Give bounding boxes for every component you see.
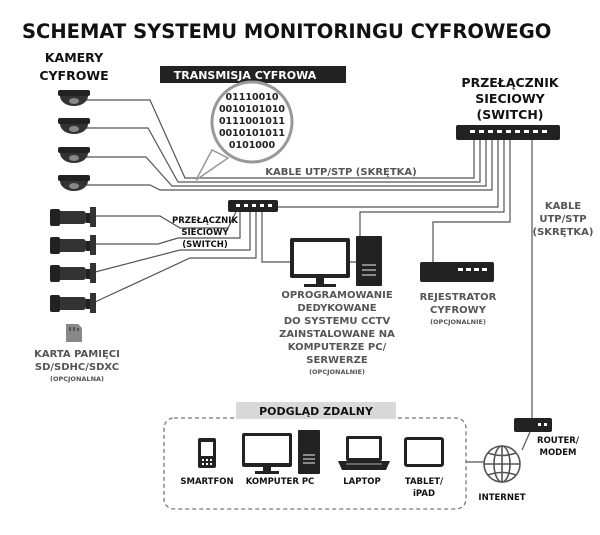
recorder-label-line2: CYFROWY — [430, 305, 487, 316]
memory-card-label-line1: KARTA PAMIĘCI — [34, 349, 120, 360]
software-optional-note: (OPCJONALNIE) — [309, 368, 365, 376]
internet-label: INTERNET — [478, 493, 525, 503]
cable-label: KABLE UTP/STP (SKRĘTKA) — [265, 167, 416, 178]
cctv-pc-icon — [290, 236, 382, 287]
cameras-label-line2: CYFROWE — [39, 68, 108, 83]
smartphone-icon — [198, 438, 216, 468]
memory-card-icon — [66, 324, 82, 342]
main-switch-label-line3: (SWITCH) — [476, 107, 543, 122]
diagram-title: SCHEMAT SYSTEMU MONITORINGU CYFROWEGO — [22, 20, 551, 43]
dome-camera — [58, 175, 90, 191]
bullet-camera — [50, 207, 96, 227]
router-icon — [514, 418, 552, 432]
small-switch-label-line1: PRZEŁĄCZNIK — [172, 216, 238, 226]
digital-recorder-icon — [420, 262, 494, 282]
main-switch-label-line2: SIECIOWY — [475, 91, 545, 106]
recorder-optional-note: (OPCJONALNIE) — [430, 318, 486, 326]
remote-view-label-box — [236, 402, 396, 419]
dome-camera — [58, 90, 90, 106]
dome-camera — [58, 118, 90, 134]
device-label-tablet-line2: iPAD — [413, 489, 435, 499]
bullet-camera — [50, 263, 96, 283]
device-label-tablet-line1: TABLET/ — [405, 477, 444, 487]
small-switch-label-line2: SIECIOWY — [181, 228, 229, 238]
binary-line: 0010101011 — [219, 128, 285, 139]
device-label-desktop-pc: KOMPUTER PC — [246, 477, 315, 487]
software-label-line: OPROGRAMOWANIE — [281, 290, 393, 301]
router-label-line1: ROUTER/ — [537, 436, 580, 446]
binary-data-bubble: 01110010 0010101010 0111001011 001010101… — [195, 80, 294, 181]
memory-card-optional-note: (OPCJONALNA) — [50, 375, 104, 383]
device-label-smartphone: SMARTFON — [180, 477, 233, 487]
transmission-label-box — [160, 66, 346, 83]
device-label-laptop: LAPTOP — [343, 477, 380, 487]
remote-view-label: PODGLĄD ZDALNY — [259, 405, 374, 418]
main-switch-device — [456, 125, 560, 140]
binary-line: 0101000 — [229, 140, 276, 151]
right-cable-label-line3: (SKRĘTKA) — [533, 227, 594, 238]
desktop-pc-icon — [242, 430, 320, 474]
main-switch-label-line1: PRZEŁĄCZNIK — [461, 75, 559, 90]
recorder-label-line1: REJESTRATOR — [420, 292, 497, 303]
software-label-line: DO SYSTEMU CCTV — [284, 316, 391, 327]
bullet-camera — [50, 293, 96, 313]
memory-card-label-line2: SD/SDHC/SDXC — [35, 362, 119, 373]
software-label-line: KOMPUTERZE PC/ — [288, 342, 387, 353]
cable-wiring — [84, 99, 533, 463]
binary-line: 01110010 — [226, 92, 279, 103]
cameras-label-line1: KAMERY — [45, 50, 104, 65]
tablet-icon — [404, 437, 444, 467]
binary-line: 0111001011 — [219, 116, 285, 127]
software-label-line: ZAINSTALOWANE NA — [279, 329, 395, 340]
small-switch-device — [228, 200, 278, 212]
software-label-line: SERWERZE — [306, 355, 368, 366]
globe-icon — [483, 445, 521, 483]
right-cable-label-line1: KABLE — [545, 201, 581, 212]
transmission-label: TRANSMISJA CYFROWA — [174, 69, 317, 82]
right-cable-label-line2: UTP/STP — [539, 214, 586, 225]
dome-camera — [58, 147, 90, 163]
software-label-line: DEDYKOWANE — [297, 303, 376, 314]
bullet-camera — [50, 235, 96, 255]
binary-line: 0010101010 — [219, 104, 285, 115]
router-label-line2: MODEM — [539, 448, 576, 458]
laptop-icon — [338, 436, 390, 470]
small-switch-label-line3: (SWITCH) — [182, 240, 228, 250]
